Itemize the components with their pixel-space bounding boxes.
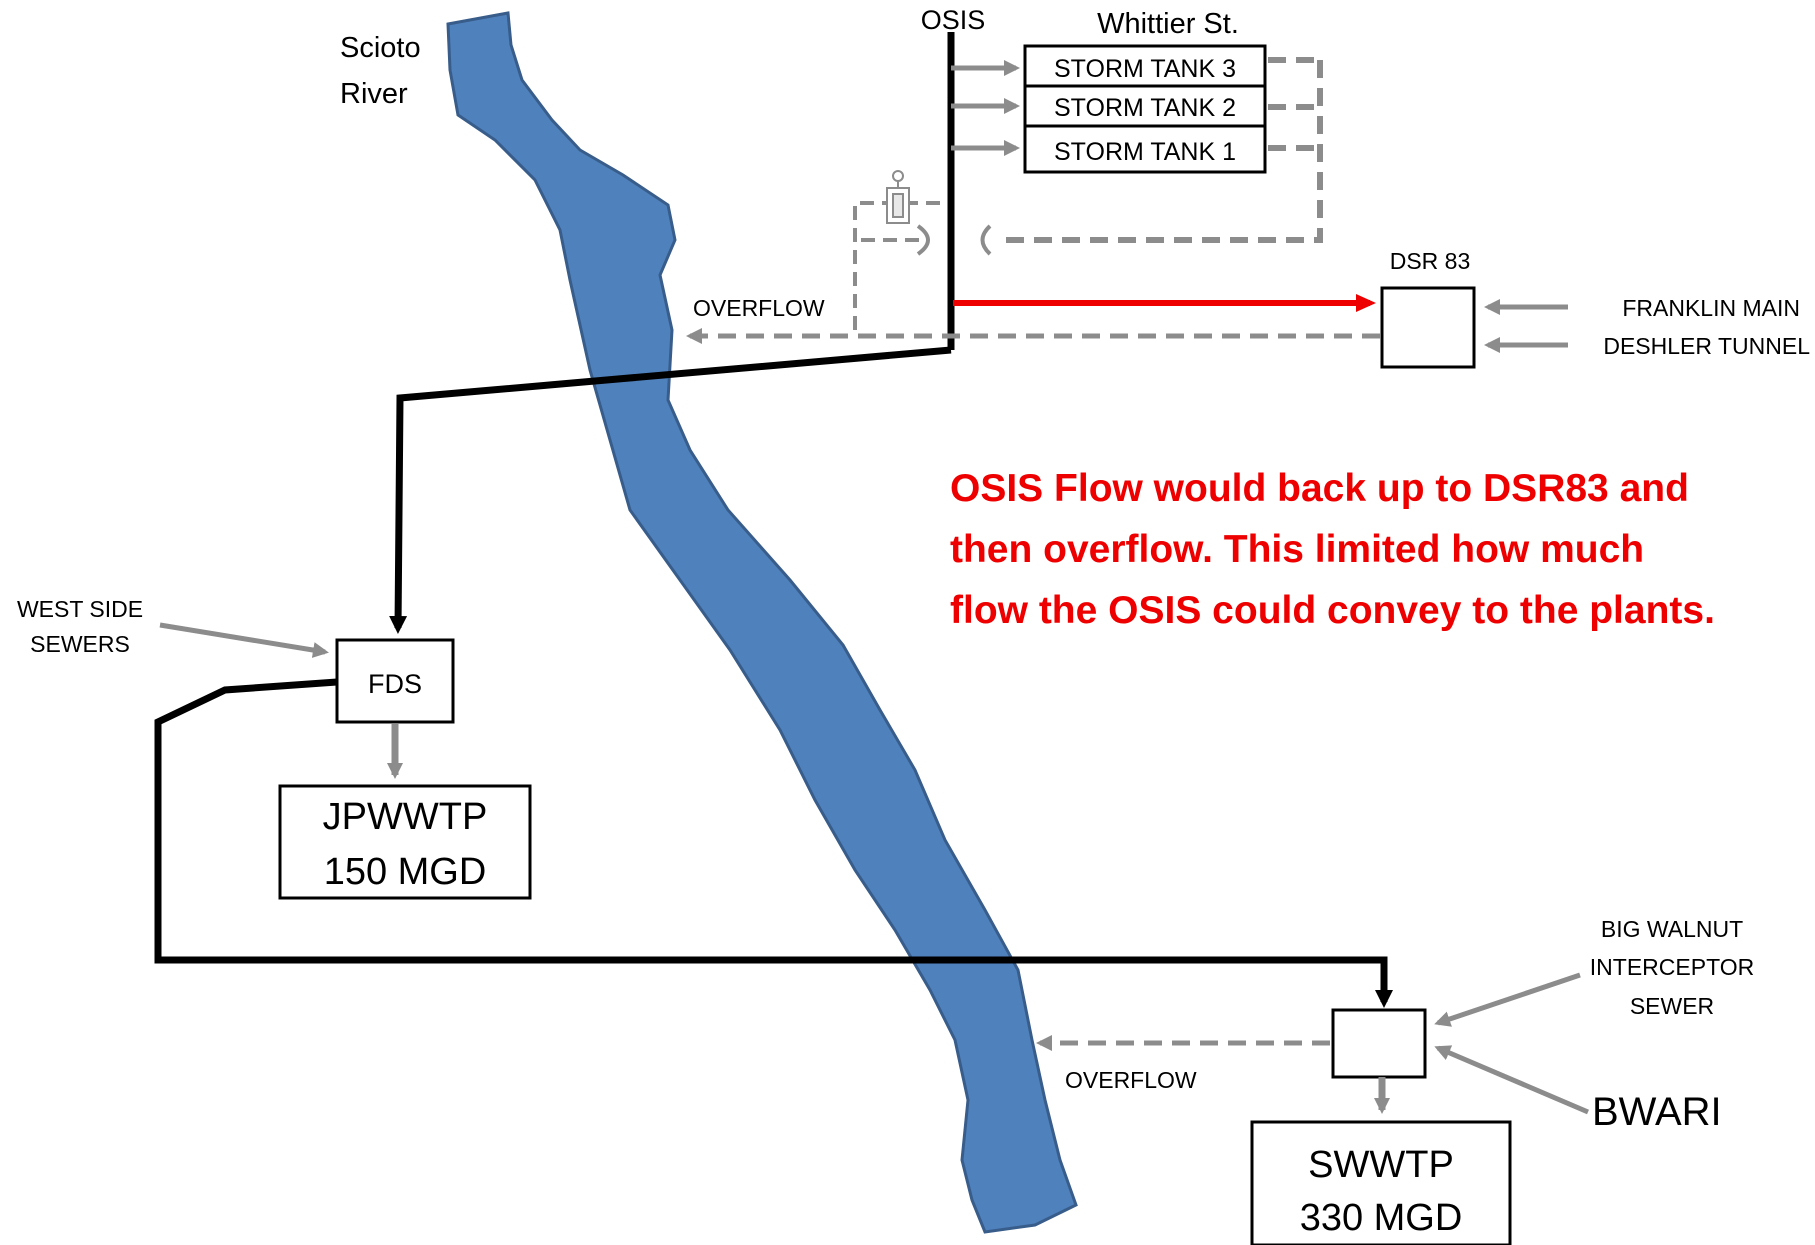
river-label-2: River [340, 78, 408, 110]
storm-tank-3-box [1023, 44, 1267, 88]
dsr83-label: DSR 83 [1390, 248, 1471, 274]
storm-tank-3-label: STORM TANK 3 [1054, 55, 1236, 83]
big-walnut-label-1: BIG WALNUT [1601, 916, 1743, 942]
fds-label: FDS [368, 669, 422, 699]
deshler-tunnel-label: DESHLER TUNNEL [1603, 333, 1810, 359]
swwtp-box [1250, 1120, 1512, 1245]
scioto-river-shape [446, 11, 1078, 1234]
note-line-3: flow the OSIS could convey to the plants… [950, 589, 1715, 632]
storm-tank-1-label: STORM TANK 1 [1054, 138, 1236, 166]
fds-box [335, 638, 455, 724]
osis-label: OSIS [921, 5, 986, 35]
overflow-top-label: OVERFLOW [693, 295, 825, 321]
jpwwtp-box [278, 784, 532, 900]
franklin-main-label: FRANKLIN MAIN [1622, 295, 1800, 321]
bwari-label: BWARI [1592, 1090, 1722, 1134]
dsr83-box [1380, 286, 1476, 369]
gate-return-hook [916, 224, 930, 256]
tank-return-hook [980, 224, 992, 256]
whittier-label: Whittier St. [1097, 8, 1239, 40]
gate-valve-icon [886, 170, 910, 224]
west-side-inflow-arrow [159, 622, 329, 658]
storm-tank-2-label: STORM TANK 2 [1054, 94, 1236, 122]
swwtp-name: SWWTP [1308, 1144, 1454, 1186]
osis-to-fds-line [389, 346, 952, 634]
note-line-2: then overflow. This limited how much [950, 528, 1645, 571]
big-walnut-label-2: INTERCEPTOR [1590, 954, 1754, 980]
bwari-inflow-arrow [1434, 1045, 1589, 1115]
sw-junction-box [1331, 1008, 1427, 1079]
jpwwtp-capacity: 150 MGD [324, 851, 487, 893]
gate-dashed-line [853, 201, 940, 330]
note-line-1: OSIS Flow would back up to DSR83 and [950, 467, 1689, 510]
jpwwtp-name: JPWWTP [323, 796, 488, 838]
big-walnut-inflow-arrow [1434, 972, 1581, 1027]
fds-to-swwtp-line [154, 678, 1393, 1008]
storm-tank-1-box [1023, 124, 1267, 174]
river-label-1: Scioto [340, 32, 421, 64]
west-side-label-1: WEST SIDE [17, 596, 143, 622]
big-walnut-label-3: SEWER [1630, 993, 1714, 1019]
overflow-bottom-label: OVERFLOW [1065, 1067, 1197, 1093]
west-side-label-2: SEWERS [30, 631, 130, 657]
tank-drain-dashed-line [1000, 57, 1323, 243]
swwtp-capacity: 330 MGD [1300, 1197, 1463, 1239]
explanatory-note: OSIS Flow would back up to DSR83 and the… [950, 458, 1810, 641]
